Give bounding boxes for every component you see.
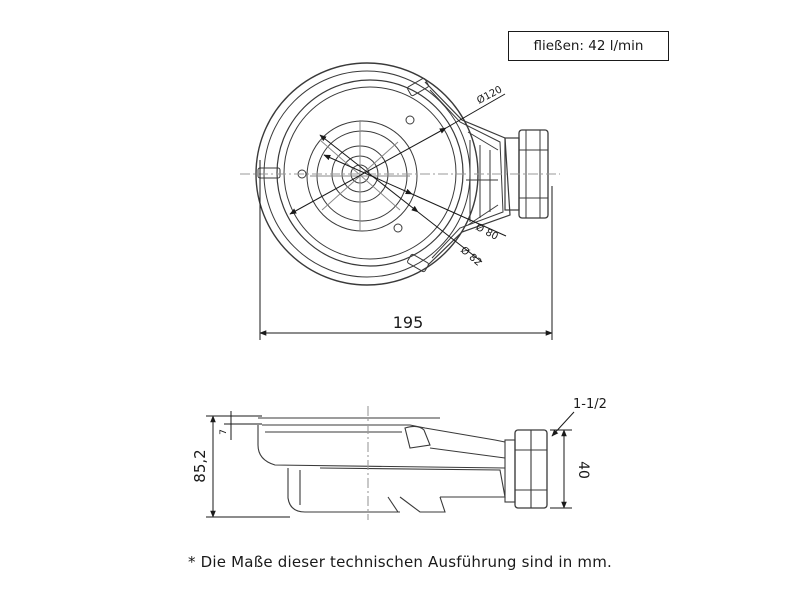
side-dim-small: 7 (219, 429, 229, 435)
top-view-drawing (240, 62, 560, 286)
side-dim-height: 85,2 (191, 449, 209, 482)
top-dim-dia-b: Ø 82 (458, 244, 484, 268)
side-view-dimensions (206, 411, 575, 518)
side-dim-outlet: 40 (575, 461, 591, 479)
side-view-drawing (257, 406, 548, 520)
top-view-dimensions (259, 93, 553, 340)
flow-rate-box: fließen: 42 l/min (508, 31, 669, 61)
footnote: * Die Maße dieser technischen Ausführung… (187, 553, 613, 571)
top-dim-width: 195 (393, 313, 424, 332)
thread-label: 1-1/2 (573, 397, 607, 412)
flow-rate-label: fließen: 42 l/min (533, 38, 644, 54)
top-dim-dia-a: Ø 80 (474, 221, 501, 243)
